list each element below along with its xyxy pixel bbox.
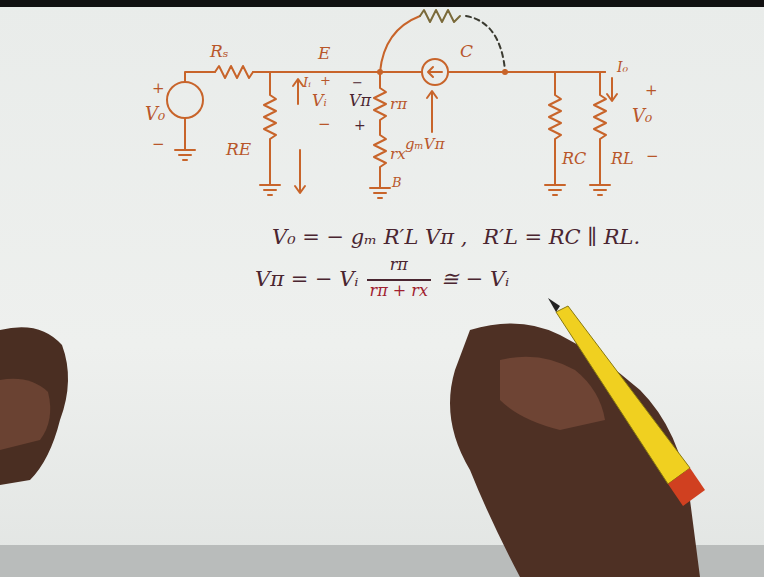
- resistor-symbol: [264, 72, 276, 185]
- current-label: I₀: [617, 60, 628, 75]
- ground-symbol: [260, 185, 280, 195]
- resistor-symbol: [420, 10, 460, 22]
- junction-dot: [503, 70, 507, 74]
- polarity-sign: −: [646, 148, 659, 165]
- source-arrow: [428, 67, 442, 77]
- hand: [0, 327, 68, 485]
- current-arrow: [607, 78, 617, 101]
- component-label: RC: [562, 150, 586, 168]
- voltage-arrow: [295, 150, 305, 193]
- equation: V₀ = − gₘ R′L Vπ ,: [272, 226, 467, 249]
- voltage-source: [167, 82, 203, 118]
- hand: [500, 357, 605, 430]
- resistor-symbol: [549, 72, 561, 185]
- voltage-label: V₀: [145, 104, 165, 124]
- resistor-symbol: [594, 72, 606, 185]
- top-edge: [0, 0, 764, 7]
- ground-symbol: [175, 150, 195, 160]
- wire: [184, 118, 186, 150]
- ground-symbol: [545, 185, 565, 195]
- resistor-symbol: [215, 66, 253, 78]
- fraction-bar: [367, 279, 431, 281]
- circuit-wires: [167, 10, 617, 198]
- voltage-label: V₀: [632, 106, 652, 126]
- node-label: C: [460, 42, 473, 61]
- polarity-sign: −: [352, 76, 363, 90]
- component-label: Rₛ: [210, 42, 229, 61]
- polarity-sign: −: [318, 116, 331, 133]
- hand: [0, 379, 50, 450]
- polarity-sign: +: [152, 80, 165, 97]
- fraction-numerator: rπ: [390, 256, 408, 274]
- equation: R′L = RC ∥ RL.: [483, 226, 640, 249]
- current-arrow: [293, 79, 303, 104]
- marker-tip: [548, 298, 560, 312]
- wire: [380, 16, 420, 72]
- component-label: rπ: [390, 96, 407, 113]
- polarity-sign: +: [645, 82, 658, 99]
- polarity-sign: +: [320, 74, 331, 88]
- resistor-symbol: [374, 72, 386, 188]
- component-label: RE: [226, 140, 251, 159]
- current-label: Iᵢ: [303, 76, 311, 90]
- wire: [185, 72, 215, 82]
- node-label: E: [318, 44, 330, 63]
- ground-symbol: [590, 185, 610, 195]
- voltage-label: Vπ: [349, 92, 371, 110]
- component-label: RL: [611, 150, 634, 168]
- fraction-denominator: rπ + rx: [370, 282, 428, 300]
- voltage-label: Vᵢ: [312, 92, 327, 110]
- equation: Vπ = − Vᵢ: [255, 268, 359, 291]
- polarity-sign: +: [354, 118, 366, 133]
- marker-cap: [668, 468, 705, 506]
- marker-pen: [556, 306, 690, 484]
- junction-dot: [378, 70, 382, 74]
- source-label: gₘVπ: [405, 136, 445, 153]
- current-arrow: [427, 91, 437, 132]
- ground-symbol: [370, 188, 390, 198]
- equation: ≅ − Vᵢ: [441, 268, 509, 291]
- current-source: [422, 59, 448, 85]
- polarity-sign: −: [152, 136, 165, 153]
- component-label: rx: [390, 146, 406, 163]
- node-label: B: [392, 176, 402, 190]
